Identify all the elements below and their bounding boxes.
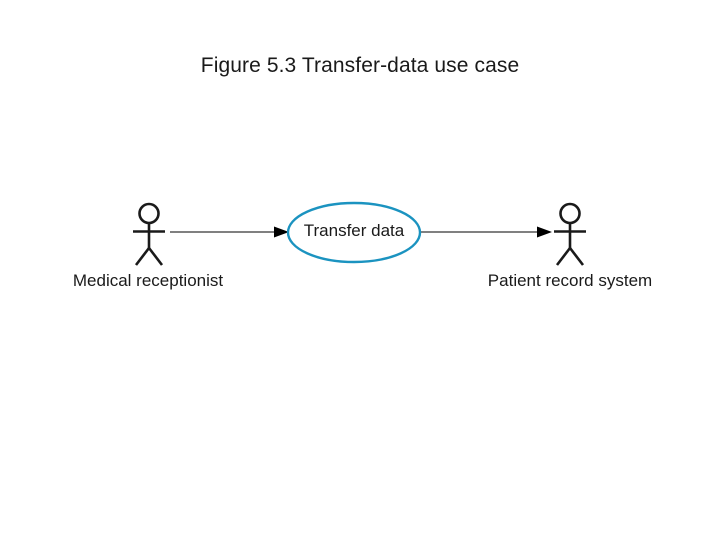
actor-label-patient-record-system: Patient record system bbox=[487, 271, 653, 290]
actor-head-icon bbox=[138, 202, 160, 225]
figure-title: Figure 5.3 Transfer-data use case bbox=[200, 54, 520, 77]
arrowhead-icon bbox=[274, 226, 289, 238]
use-case-ellipse[interactable] bbox=[286, 201, 422, 264]
actor-right-leg-line bbox=[568, 247, 585, 266]
actor-patient-record-system[interactable] bbox=[554, 202, 586, 266]
actor-left-leg-line bbox=[555, 247, 572, 266]
actor-medical-receptionist[interactable] bbox=[133, 202, 165, 266]
actor-label-medical-receptionist: Medical receptionist bbox=[72, 271, 224, 290]
arrowhead-icon bbox=[537, 226, 552, 238]
association-receptionist-to-usecase[interactable] bbox=[170, 226, 289, 238]
association-usecase-to-system[interactable] bbox=[421, 226, 552, 238]
use-case-label: Transfer data bbox=[303, 221, 405, 240]
actor-left-leg-line bbox=[134, 247, 151, 266]
actor-right-leg-line bbox=[147, 247, 164, 266]
actor-head-icon bbox=[559, 202, 581, 225]
